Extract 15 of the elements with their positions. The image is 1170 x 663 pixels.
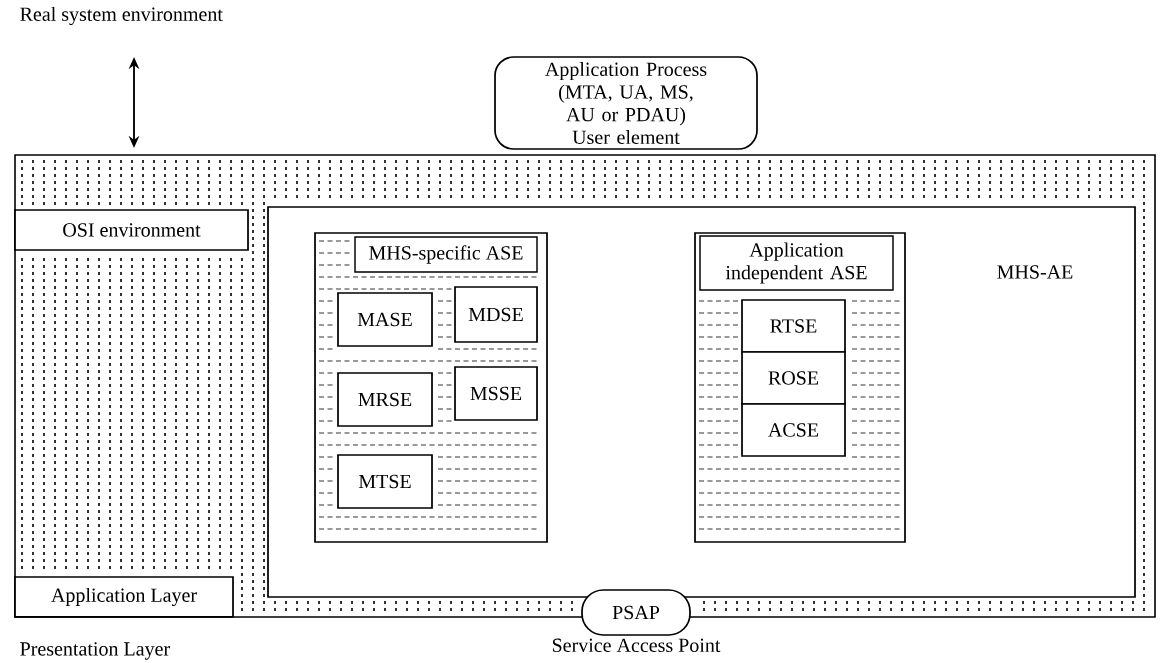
service-box: MSSE <box>454 366 538 421</box>
service-box: ACSE <box>741 403 846 457</box>
service-box: MDSE <box>454 286 538 343</box>
label-text: Presentation Layer <box>20 642 170 660</box>
node-label: Service Access Point <box>552 638 721 653</box>
service-box: RTSE <box>741 299 846 353</box>
process-box: Application Process (MTA, UA, MS, AU or PDAU) User element <box>494 56 758 150</box>
service-box: ROSE <box>741 351 846 405</box>
environment-box: OSI environment <box>14 209 249 251</box>
layer-region <box>14 154 1156 618</box>
label-text: Real system environment <box>20 6 223 26</box>
layer-box: Application Layer <box>14 576 234 618</box>
service-box: MASE <box>337 292 433 347</box>
service-box: MTSE <box>337 454 433 509</box>
service-box: MRSE <box>337 372 433 427</box>
